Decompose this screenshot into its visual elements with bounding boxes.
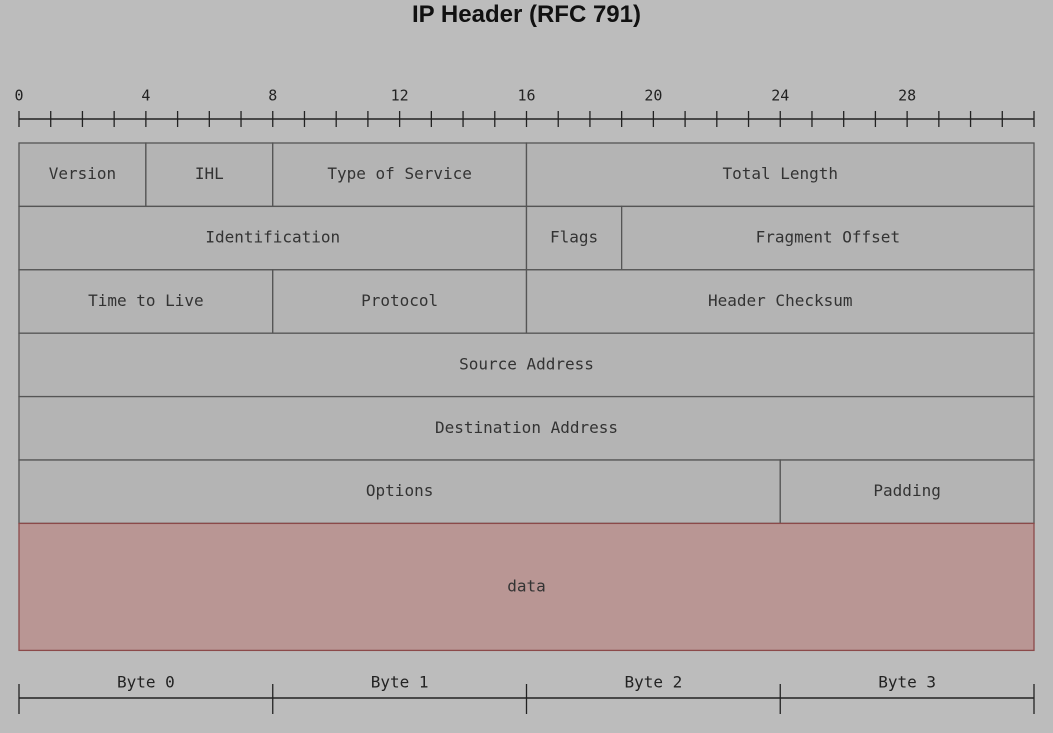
byte-label: Byte 1	[371, 673, 429, 692]
bit-tick-label: 0	[14, 87, 23, 105]
header-field-cell	[18, 395, 1035, 461]
byte-label: Byte 0	[117, 673, 175, 692]
header-field-cell	[525, 142, 1035, 208]
header-field-cell	[18, 332, 1035, 398]
header-field-cell	[525, 269, 1035, 334]
bit-tick-label: 24	[771, 87, 789, 105]
header-field-label: Header Checksum	[708, 291, 853, 310]
header-field-label: Type of Service	[327, 164, 472, 183]
header-field-label: Fragment Offset	[756, 228, 901, 247]
diagram-title: IP Header (RFC 791)	[412, 1, 641, 28]
header-field-label: Total Length	[722, 164, 838, 183]
header-field-label: Source Address	[459, 354, 594, 373]
header-field-label: Flags	[550, 228, 598, 247]
header-field-label: Destination Address	[435, 418, 618, 437]
header-field-label: IHL	[195, 164, 224, 183]
header-field-label: Padding	[873, 481, 940, 500]
bit-tick-label: 16	[517, 87, 535, 105]
byte-label: Byte 3	[878, 673, 936, 692]
header-field-cell	[272, 142, 528, 208]
bit-tick-label: 20	[644, 87, 662, 105]
header-field-label: Identification	[205, 228, 340, 247]
data-block-label: data	[507, 576, 546, 595]
header-field-cell	[18, 269, 274, 334]
header-field-label: Time to Live	[88, 291, 204, 310]
data-block	[18, 522, 1035, 652]
header-field-label: Options	[366, 481, 433, 500]
bit-tick-label: 12	[391, 87, 409, 105]
byte-label: Byte 2	[624, 673, 682, 692]
bit-tick-label: 8	[268, 87, 277, 105]
header-field-cell	[18, 459, 781, 525]
header-field-cell	[621, 205, 1035, 271]
header-field-cell	[18, 205, 528, 271]
header-field-label: Version	[49, 164, 116, 183]
header-field-cell	[18, 142, 147, 208]
header-field-cell	[779, 459, 1035, 525]
header-field-label: Protocol	[361, 291, 438, 310]
header-field-cell	[525, 205, 623, 271]
header-field-cell	[272, 269, 528, 334]
bit-tick-label: 4	[141, 87, 150, 105]
bit-tick-label: 28	[898, 87, 916, 105]
